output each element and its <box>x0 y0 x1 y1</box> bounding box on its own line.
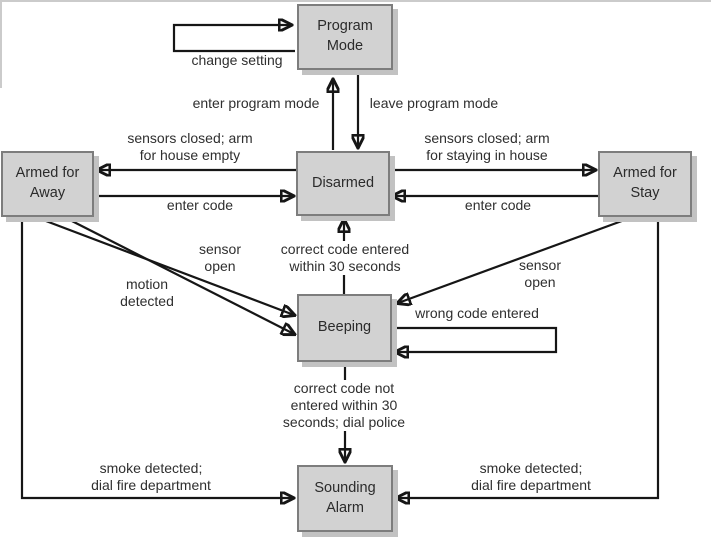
edge-armed-stay-to-beeping <box>398 216 631 303</box>
edge-label-smoke-detected-right: smoke detected; dial fire department <box>471 460 591 493</box>
state-armed-for-stay: Armed for Stay <box>598 151 692 217</box>
state-sounding-alarm: Sounding Alarm <box>297 465 393 532</box>
state-program-mode: Program Mode <box>297 4 393 70</box>
edge-beeping-self-loop <box>392 326 558 352</box>
edge-label-smoke-detected-left: smoke detected; dial fire department <box>91 460 211 493</box>
edge-label-enter-program-mode: enter program mode <box>192 95 320 111</box>
edge-label-sensors-closed-staying: sensors closed; arm for staying in house <box>424 130 550 163</box>
edge-label-motion-detected: motion detected <box>120 276 174 309</box>
page-edge-top <box>0 0 711 2</box>
edge-armed-stay-to-sounding-alarm <box>397 218 660 498</box>
state-armed-for-away: Armed for Away <box>1 151 94 217</box>
edge-label-enter-code-right: enter code <box>464 197 532 213</box>
edge-label-correct-code-entered: correct code entered within 30 seconds <box>277 241 413 275</box>
page-edge-left <box>0 0 2 88</box>
edge-label-sensor-open-right: sensor open <box>518 257 562 290</box>
edge-label-wrong-code-entered: wrong code entered <box>415 305 539 321</box>
edge-armed-away-to-beeping-motion <box>65 217 294 334</box>
edge-label-code-not-entered: correct code not entered within 30 secon… <box>279 380 409 431</box>
state-beeping: Beeping <box>297 294 392 362</box>
edge-program-mode-self-loop <box>172 25 295 53</box>
edge-label-enter-code-left: enter code <box>166 197 234 213</box>
edge-label-change-setting: change setting <box>191 52 283 68</box>
edge-armed-away-to-beeping-sensor <box>37 216 294 315</box>
state-disarmed: Disarmed <box>296 151 390 216</box>
edge-label-leave-program-mode: leave program mode <box>369 95 499 111</box>
edge-label-sensors-closed-house-empty: sensors closed; arm for house empty <box>127 130 253 163</box>
edge-armed-away-to-sounding-alarm <box>20 218 293 498</box>
edge-label-sensor-open-left: sensor open <box>198 241 242 274</box>
